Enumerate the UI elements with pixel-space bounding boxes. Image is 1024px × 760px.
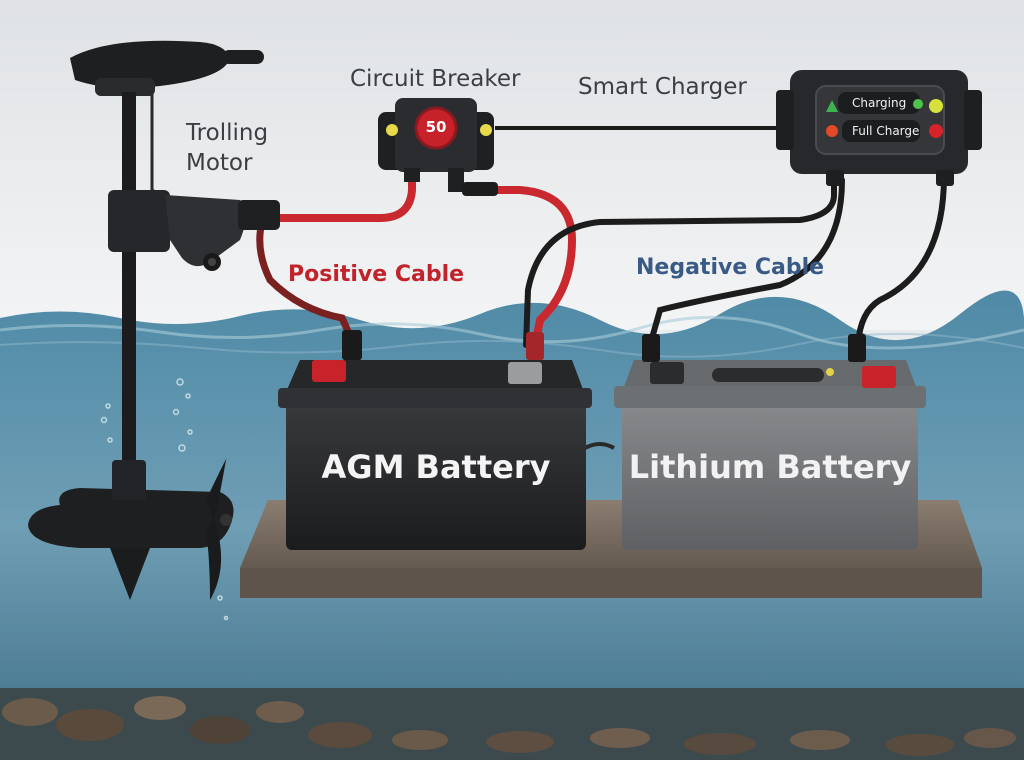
- positive-cable-motor-to-agm: [256, 218, 356, 344]
- seabed-rocks: [0, 688, 1024, 760]
- negative-cable-label: Negative Cable: [636, 255, 825, 280]
- charger-cable-to-lithium-positive: [855, 173, 947, 348]
- charger-indicator-charging: Charging: [852, 96, 907, 110]
- lithium-battery-icon: [614, 334, 926, 550]
- lithium-battery-label: Lithium Battery: [628, 448, 912, 486]
- trolling-motor-label-line2: Motor: [186, 150, 253, 176]
- agm-battery-icon: [278, 330, 592, 550]
- positive-cable-breaker-to-agm: [468, 186, 577, 349]
- agm-battery-label: AGM Battery: [321, 448, 551, 486]
- breaker-rating: 50: [425, 118, 447, 136]
- smart-charger-label: Smart Charger: [578, 74, 747, 100]
- smart-charger-icon: [776, 70, 982, 186]
- positive-cable-label: Positive Cable: [288, 262, 465, 287]
- circuit-breaker-icon: [378, 98, 498, 196]
- trolling-motor-icon: [28, 40, 280, 600]
- trolling-motor-label-line1: Trolling: [186, 120, 269, 146]
- charger-indicator-full-charge: Full Charge: [852, 124, 920, 138]
- bubbles: [100, 378, 229, 621]
- positive-cable-motor: [276, 166, 416, 222]
- circuit-breaker-label: Circuit Breaker: [350, 66, 521, 92]
- negative-cable-charger-to-agm: [523, 173, 837, 348]
- negative-cable-charger-to-lithium: [647, 177, 845, 348]
